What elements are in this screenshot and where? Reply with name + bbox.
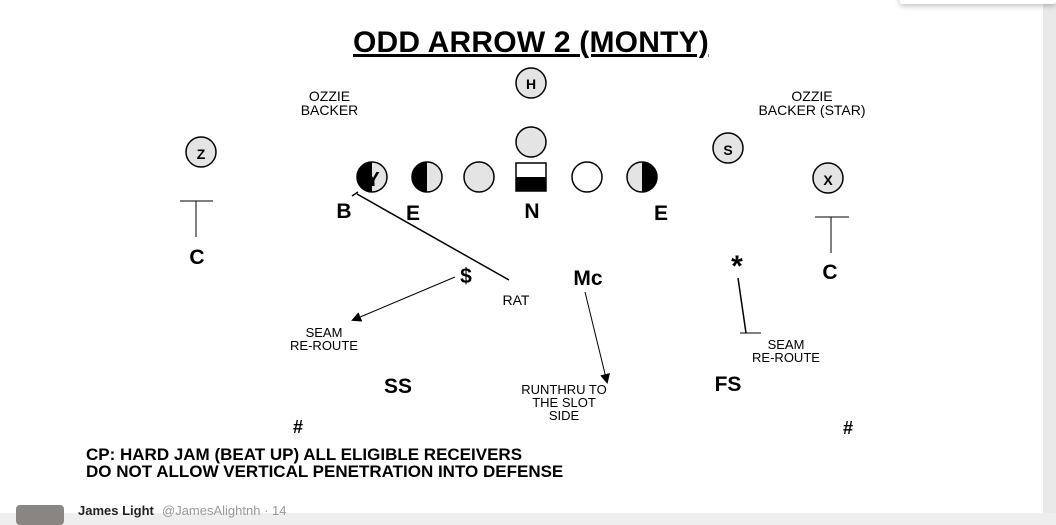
player-s: S <box>712 132 744 164</box>
seam-reroute-left-label: SEAM RE-ROUTE <box>290 325 358 353</box>
player-right-tackle <box>626 161 658 193</box>
rat-line <box>351 191 510 281</box>
coaching-point-2: DO NOT ALLOW VERTICAL PENETRATION INTO D… <box>86 462 564 481</box>
player-center <box>515 162 547 192</box>
coaching-points: CP: HARD JAM (BEAT UP) ALL ELIGIBLE RECE… <box>86 446 563 480</box>
ozzie-backer-left-label: OZZIE BACKER <box>300 88 359 118</box>
play-diagram: H Z S X Y <box>180 67 849 384</box>
player-left-guard <box>463 161 495 193</box>
page-edge <box>1043 0 1056 513</box>
player-h: H <box>515 67 547 99</box>
play-title: ODD ARROW 2 (MONTY) <box>353 26 709 59</box>
player-right-guard <box>571 161 603 193</box>
ozzie-backer-right-label: OZZIE BACKER (STAR) <box>758 88 866 118</box>
defender-b: B <box>336 200 352 223</box>
defender-n: N <box>524 200 540 223</box>
defender-star: * <box>731 250 743 283</box>
runthru-label: RUNTHRU TO THE SLOT SIDE <box>521 382 607 423</box>
player-x: X <box>812 162 844 194</box>
author-handle[interactable]: @JamesAlightnh · 14 <box>162 503 287 518</box>
hash-mark-right: # <box>842 418 853 438</box>
defender-c-right: C <box>822 261 838 284</box>
avatar[interactable] <box>16 505 64 525</box>
popup-edge <box>900 0 1056 4</box>
player-z: Z <box>185 136 217 168</box>
coaching-point-1: CP: HARD JAM (BEAT UP) ALL ELIGIBLE RECE… <box>86 445 523 464</box>
svg-text:X: X <box>823 172 833 188</box>
defender-mc: Mc <box>573 267 603 290</box>
seam-reroute-line-right <box>737 277 761 334</box>
svg-text:S: S <box>723 142 732 158</box>
seam-reroute-right-label: SEAM RE-ROUTE <box>752 337 820 365</box>
player-y: Y <box>356 161 388 193</box>
defender-ss: SS <box>383 375 412 398</box>
defender-fs: FS <box>714 373 742 396</box>
author-name[interactable]: James Light <box>78 503 154 518</box>
defender-c-left: C <box>189 246 205 269</box>
hash-mark-left: # <box>292 417 303 437</box>
player-qb <box>515 126 547 158</box>
svg-text:H: H <box>526 76 536 92</box>
defender-dollar: $ <box>460 265 472 288</box>
player-left-tackle <box>411 161 443 193</box>
seam-reroute-arrow-left <box>351 276 456 322</box>
corner-left-mark <box>180 200 213 237</box>
defender-e-left: E <box>405 202 420 225</box>
svg-text:Z: Z <box>197 146 206 162</box>
rat-label: RAT <box>502 292 530 308</box>
svg-text:Y: Y <box>366 169 380 191</box>
runthru-arrow <box>584 291 610 384</box>
corner-right-mark <box>815 216 849 253</box>
defender-e-right: E <box>653 202 668 225</box>
